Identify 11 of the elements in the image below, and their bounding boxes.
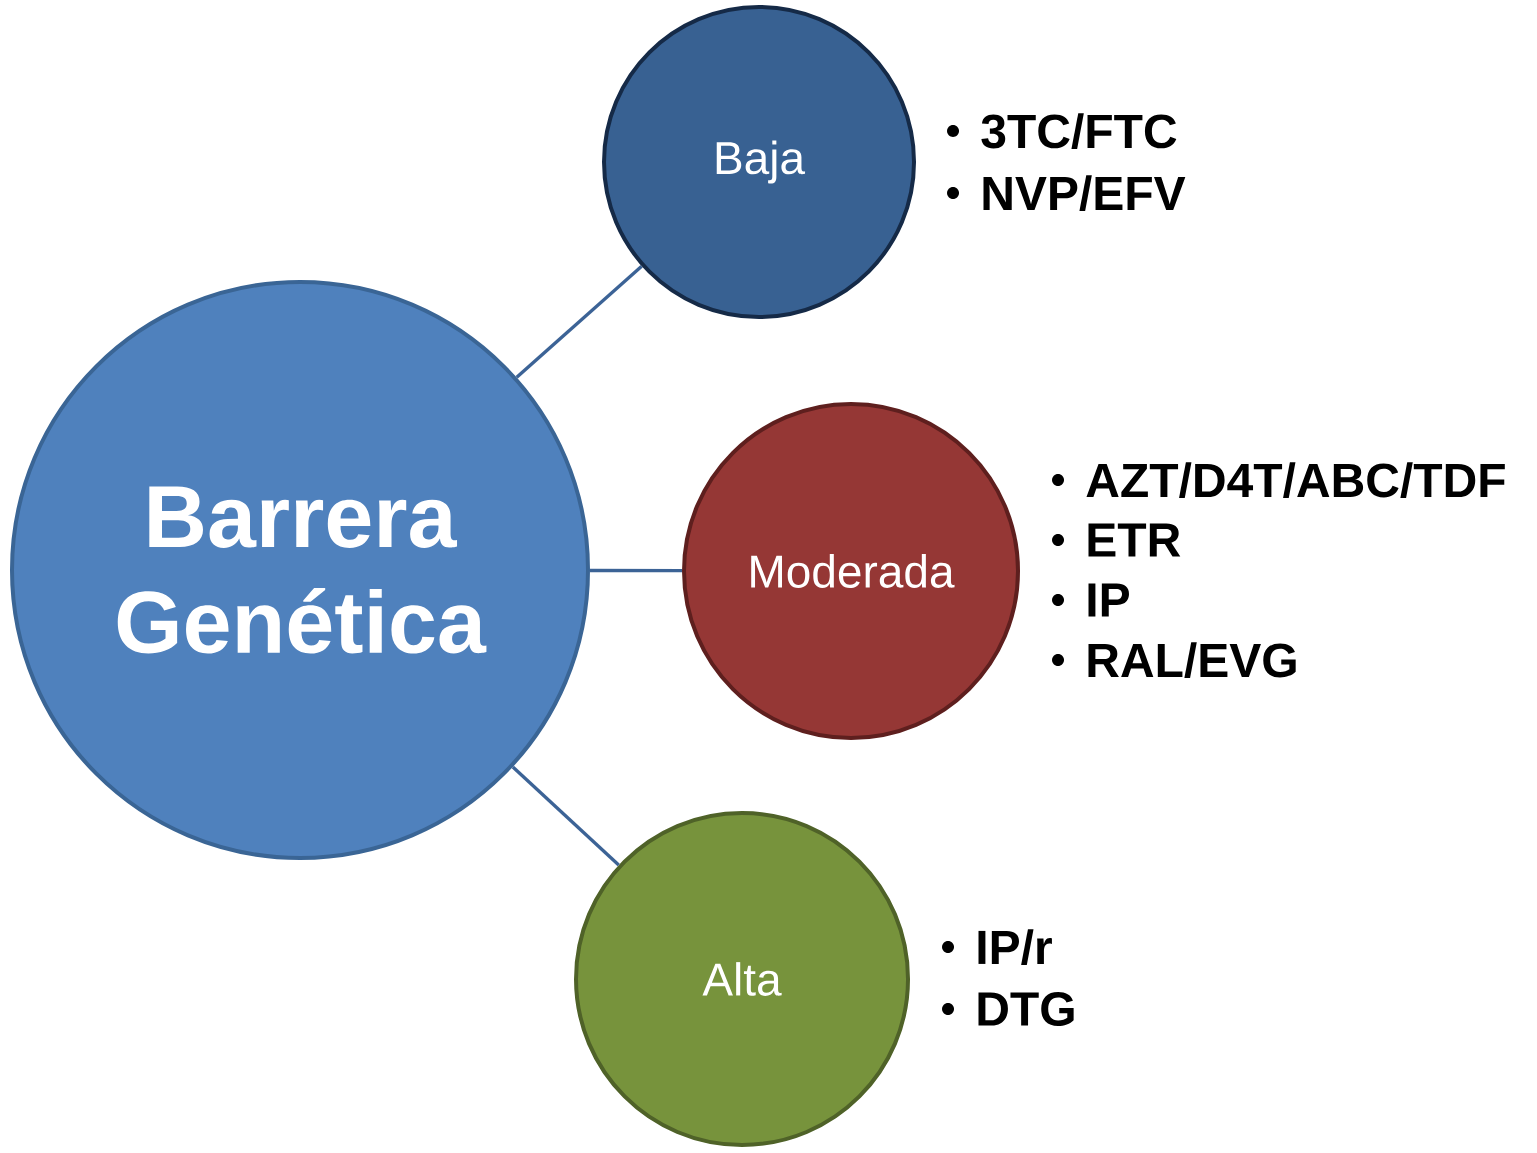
connector-line (511, 765, 620, 867)
list-item: DTG (978, 992, 1074, 1026)
connector-line (590, 568, 682, 573)
list-item: IP/r (978, 929, 1052, 965)
list-item: NVP/EFV (983, 175, 1186, 211)
list-item: 3TC/FTC (981, 113, 1177, 149)
list-item: IP (1088, 583, 1129, 617)
list-item: AZT/D4T/ABC/TDF (1086, 462, 1505, 498)
list-item: ETR (1088, 523, 1181, 557)
list-item: RAL/EVG (1088, 642, 1296, 678)
connector-line (515, 265, 643, 379)
